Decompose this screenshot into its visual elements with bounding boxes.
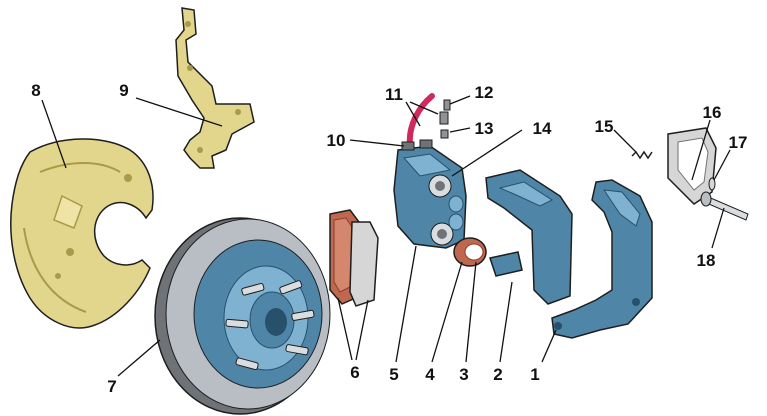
callout-18: 18 [697,251,716,270]
callout-3: 3 [459,365,468,384]
callout-11: 11 [385,85,403,104]
leader-11b [409,101,439,115]
leader-4 [431,261,463,363]
leader-14 [451,129,523,177]
callout-6: 6 [350,363,359,382]
leader-6a [337,297,353,361]
callout-4: 4 [425,365,435,384]
callout-2: 2 [493,365,502,384]
leader-9 [135,97,223,127]
small-spring-part [631,150,653,160]
leader-17 [713,149,731,181]
leader-2 [499,281,513,363]
callout-7: 7 [107,377,116,396]
caliper-part [393,145,467,249]
callout-9: 9 [119,81,128,100]
piston-seal-part [453,237,487,267]
leader-8 [41,99,67,169]
brake-pads-part [329,209,379,307]
bracket-part [175,7,255,169]
leader-11a [405,101,421,127]
callout-12: 12 [475,83,494,102]
callout-labels: 1 2 3 4 5 6 7 8 9 10 11 12 13 14 15 16 1… [31,81,747,396]
callout-8: 8 [31,81,40,100]
leader-1 [541,329,557,363]
callout-17: 17 [729,133,748,152]
leader-12 [449,95,471,105]
callout-10: 10 [327,131,346,150]
leader-7 [117,339,161,377]
callout-5: 5 [389,365,398,384]
guide-pin-part [700,191,749,221]
bleeder-part [439,99,451,139]
brake-disc-part [154,217,331,415]
callout-15: 15 [595,117,614,136]
callout-13: 13 [475,119,494,138]
callout-1: 1 [530,365,539,384]
callout-16: 16 [703,103,722,122]
leader-13 [449,127,471,133]
washer-part [708,177,716,191]
leader-5 [395,245,417,363]
leader-18 [711,207,725,249]
guide-clip-part [485,169,573,305]
leader-10 [349,139,405,147]
leader-3 [465,261,477,363]
leader-lines [41,95,731,377]
leader-15 [613,129,637,153]
leader-16 [691,119,711,181]
wheel-studs [225,280,315,371]
dust-shield-part [10,138,154,329]
callout-14: 14 [533,119,552,138]
leader-6b [355,299,369,361]
